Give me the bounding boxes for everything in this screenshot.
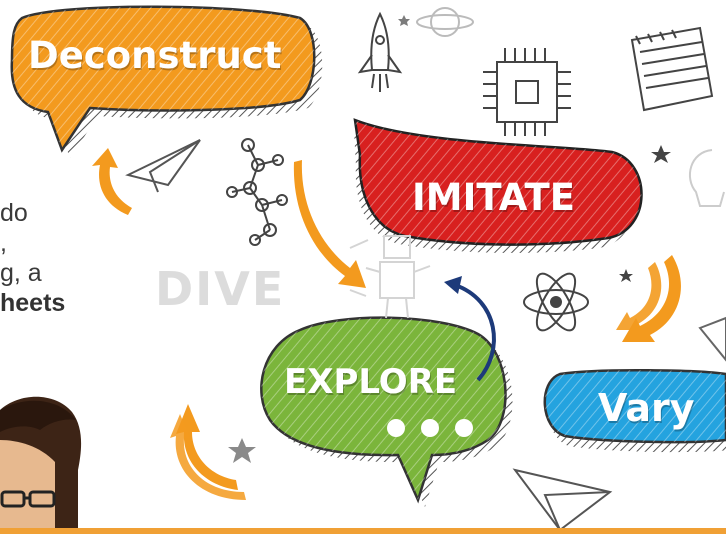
star-icon [398, 15, 410, 26]
orange-arrow [92, 148, 132, 215]
star-icon [228, 438, 256, 463]
bottom-accent-bar [0, 528, 726, 534]
microchip-icon [483, 48, 571, 136]
vary-label: Vary [598, 386, 695, 430]
vary-bubble [543, 368, 726, 453]
explore-bubble [260, 316, 513, 507]
rocket-icon [357, 11, 403, 92]
orange-arrow [176, 404, 238, 490]
imitate-label: IMITATE [412, 176, 575, 219]
explore-label: EXPLORE [284, 362, 458, 402]
side-text-line: do [0, 199, 28, 227]
robot-icon [349, 235, 431, 319]
star-icon [619, 269, 633, 282]
lightbulb-icon [688, 149, 725, 207]
paper-plane-icon [698, 316, 726, 362]
paper-plane-icon [512, 468, 613, 532]
ellipsis-dot [387, 419, 405, 437]
orange-arrow [170, 414, 246, 500]
molecule-icon [226, 138, 288, 246]
deconstruct-bubble [10, 5, 323, 158]
ellipsis-dot [455, 419, 473, 437]
side-text-block: do , g, a heets [0, 198, 65, 318]
side-text-line: heets [0, 289, 66, 317]
side-text-line: , [0, 229, 7, 257]
blue-arrow [454, 283, 496, 382]
star-icon [651, 145, 671, 163]
notepad-icon [630, 26, 714, 112]
side-text-line: g, a [0, 259, 42, 287]
atom-icon [523, 272, 589, 332]
deconstruct-label: Deconstruct [28, 34, 282, 77]
person-photo [0, 396, 82, 534]
orange-arrows [92, 148, 681, 500]
ellipsis-dot [421, 419, 439, 437]
paper-plane-icon [125, 139, 201, 193]
planet-icon [416, 7, 474, 37]
blue-arrowhead [444, 276, 462, 294]
dive-watermark: DIVE [155, 262, 286, 316]
orange-arrow [293, 160, 366, 288]
orange-arrow [616, 262, 662, 330]
imitate-bubble [353, 118, 643, 253]
